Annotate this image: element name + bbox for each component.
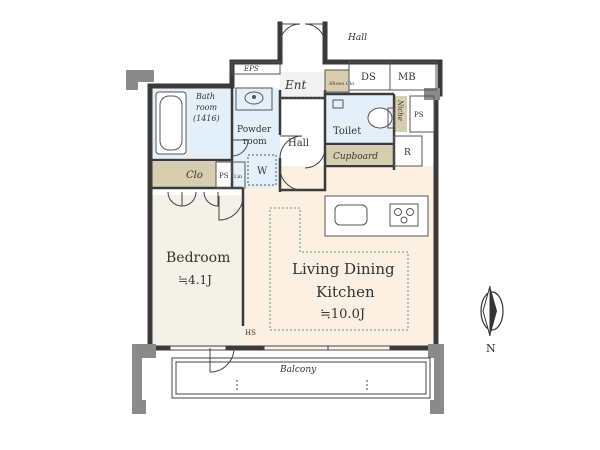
closet-label: Clo bbox=[186, 170, 203, 181]
thin-lines bbox=[215, 61, 437, 189]
entrance-floor bbox=[280, 72, 325, 97]
compass-north-label: N bbox=[486, 342, 496, 355]
compass-needle-icon bbox=[490, 286, 497, 336]
room-labels: Hall Ent Shoes Clo DS MB EPS Bath room (… bbox=[166, 33, 424, 375]
hs-label: HS bbox=[245, 329, 256, 337]
cupboard-floor bbox=[326, 146, 394, 164]
shoe-closet-floor bbox=[325, 70, 349, 92]
ps-right-label: PS bbox=[414, 111, 424, 119]
toilet-fixture bbox=[332, 99, 395, 129]
refrigerator-label: R bbox=[404, 148, 411, 158]
dashed-lines bbox=[269, 97, 409, 331]
bathtub bbox=[155, 91, 187, 155]
bath-label-2: room bbox=[196, 103, 217, 112]
bedroom-name: Bedroom bbox=[166, 250, 230, 266]
mb-label: MB bbox=[398, 72, 416, 83]
toilet-label: Toilet bbox=[333, 126, 361, 137]
bedroom-size: ≒4.1J bbox=[178, 273, 212, 287]
bedroom-floor bbox=[152, 195, 243, 348]
ldk-label-2: Kitchen bbox=[316, 283, 375, 301]
compass: N bbox=[480, 285, 504, 355]
powder-sink bbox=[235, 87, 273, 111]
cupboard-label: Cupboard bbox=[333, 152, 378, 162]
closet-floor bbox=[152, 162, 216, 188]
niche-label: Niche bbox=[396, 99, 404, 121]
ds-label: DS bbox=[361, 72, 376, 83]
entrance-label: Ent bbox=[284, 78, 306, 92]
balcony-area bbox=[171, 357, 431, 399]
eps-label: EPS bbox=[243, 65, 259, 73]
bath-label-3: (1416) bbox=[193, 114, 220, 123]
ldk-label-1: Living Dining bbox=[292, 260, 395, 278]
washer-label: W bbox=[257, 166, 268, 177]
column-blocks bbox=[126, 70, 444, 414]
hall-inner-label: Hall bbox=[288, 138, 309, 149]
powder-label-2: room bbox=[243, 137, 267, 147]
compass-dial bbox=[480, 291, 504, 331]
shoe-closet-label: Shoes Clo bbox=[329, 81, 354, 87]
hall-top-label: Hall bbox=[347, 33, 367, 43]
balcony-label: Balcony bbox=[279, 365, 317, 375]
ldk-size: ≒10.0J bbox=[320, 307, 365, 322]
kitchen-counter bbox=[324, 195, 429, 237]
balcony-windows bbox=[168, 345, 392, 351]
bath-label-1: Bath bbox=[195, 92, 215, 101]
lin-label: Lin bbox=[234, 174, 243, 180]
kitchen-fixtures bbox=[334, 203, 419, 227]
ps-left-label: PS bbox=[219, 172, 229, 180]
powder-label-1: Powder bbox=[237, 125, 272, 135]
washer-pan bbox=[247, 154, 277, 186]
doors bbox=[167, 23, 326, 373]
niche-floor bbox=[394, 96, 407, 132]
